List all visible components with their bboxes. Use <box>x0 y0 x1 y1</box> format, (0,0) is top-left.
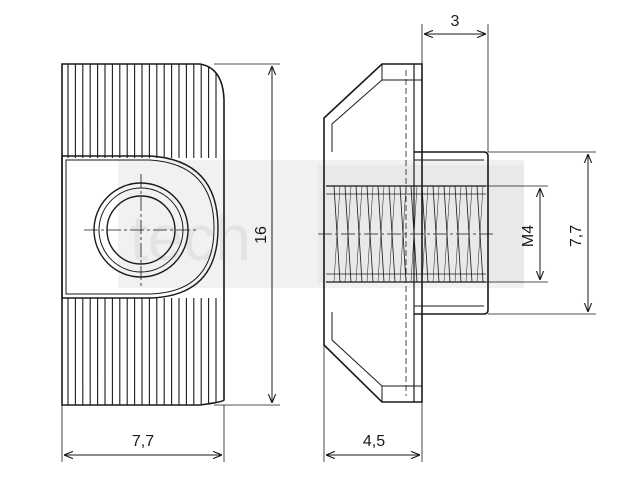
side-view <box>318 63 496 403</box>
watermark-text: tech <box>130 202 251 274</box>
side-boss-outline <box>414 151 489 315</box>
front-dimensions: 16 7,7 <box>61 63 280 462</box>
dim-height-label: 16 <box>253 226 270 244</box>
dim-flange-label: 3 <box>451 13 460 30</box>
dim-thread-label: M4 <box>520 225 537 247</box>
dim-width-label: 7,7 <box>132 433 154 450</box>
front-outline <box>61 63 225 406</box>
watermark-box-dark <box>318 165 524 283</box>
front-middle-inner <box>65 159 215 295</box>
watermark: tech <box>118 160 524 288</box>
front-view <box>61 63 225 406</box>
knurl-bottom <box>67 298 217 405</box>
front-middle-region <box>61 155 219 299</box>
dim-boss-label: 7,7 <box>568 225 585 247</box>
knurl-top <box>67 64 217 158</box>
side-dimensions: 3 4,5 M4 7,7 <box>323 13 596 462</box>
side-bevel-top <box>331 64 383 152</box>
side-bevel-bottom <box>331 312 383 402</box>
dim-side-body-label: 4,5 <box>363 433 385 450</box>
thread-line <box>399 185 407 283</box>
thread-line <box>421 185 429 283</box>
